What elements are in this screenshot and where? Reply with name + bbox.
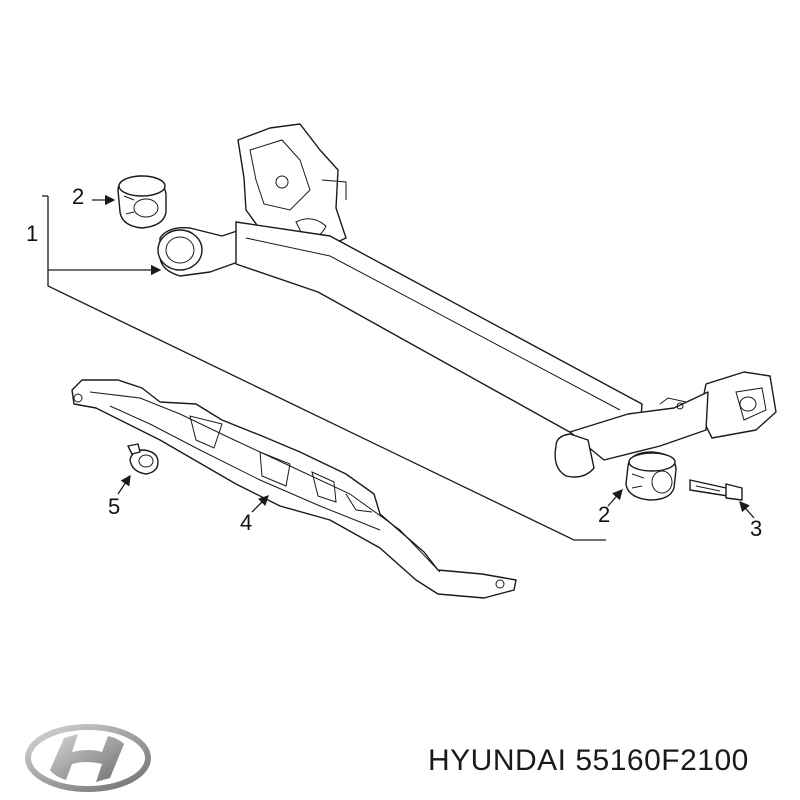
callout-3: 3 xyxy=(750,516,763,541)
bushing-upper xyxy=(117,175,167,229)
leader-lines xyxy=(42,194,755,541)
callout-1: 1 xyxy=(26,221,39,246)
push-clip xyxy=(127,443,159,475)
hyundai-logo-icon xyxy=(25,724,151,792)
callout-2-lower: 2 xyxy=(598,502,611,527)
bolt xyxy=(689,479,743,501)
callout-4: 4 xyxy=(240,510,253,535)
rear-axle-beam xyxy=(157,123,777,478)
callout-5: 5 xyxy=(108,494,121,519)
part-number-caption: HYUNDAI 55160F2100 xyxy=(428,744,749,777)
bushing-lower xyxy=(625,451,677,501)
callout-2-upper: 2 xyxy=(72,184,85,209)
under-cover xyxy=(71,379,517,599)
